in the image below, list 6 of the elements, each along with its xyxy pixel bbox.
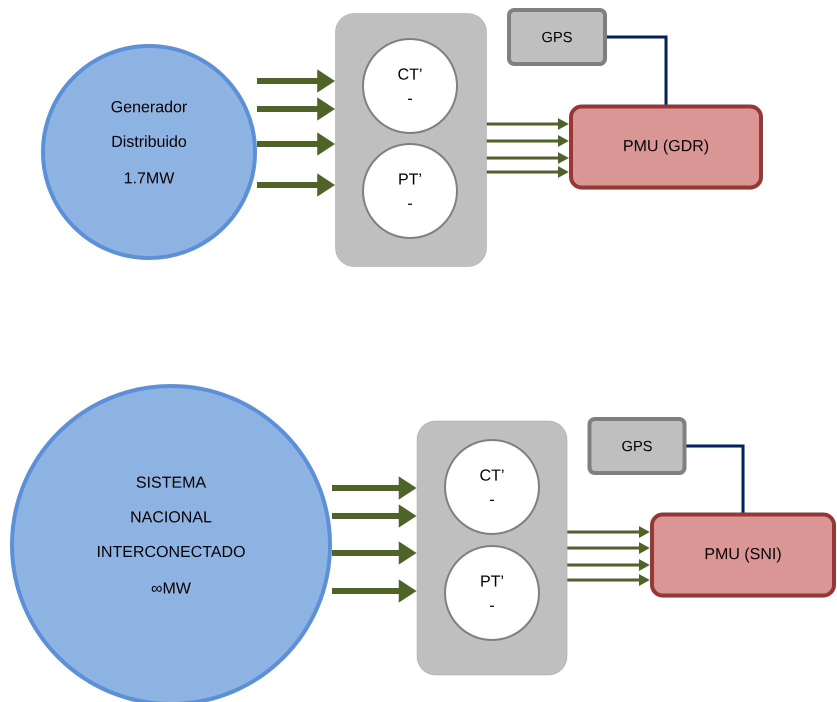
pmu-box: PMU (SNI) (650, 512, 836, 598)
connector-line (686, 444, 745, 512)
gps-box: GPS (507, 8, 608, 66)
connector-line (607, 36, 668, 104)
gps-box: GPS (588, 417, 687, 475)
pmu-box: PMU (GDR) (569, 104, 764, 190)
